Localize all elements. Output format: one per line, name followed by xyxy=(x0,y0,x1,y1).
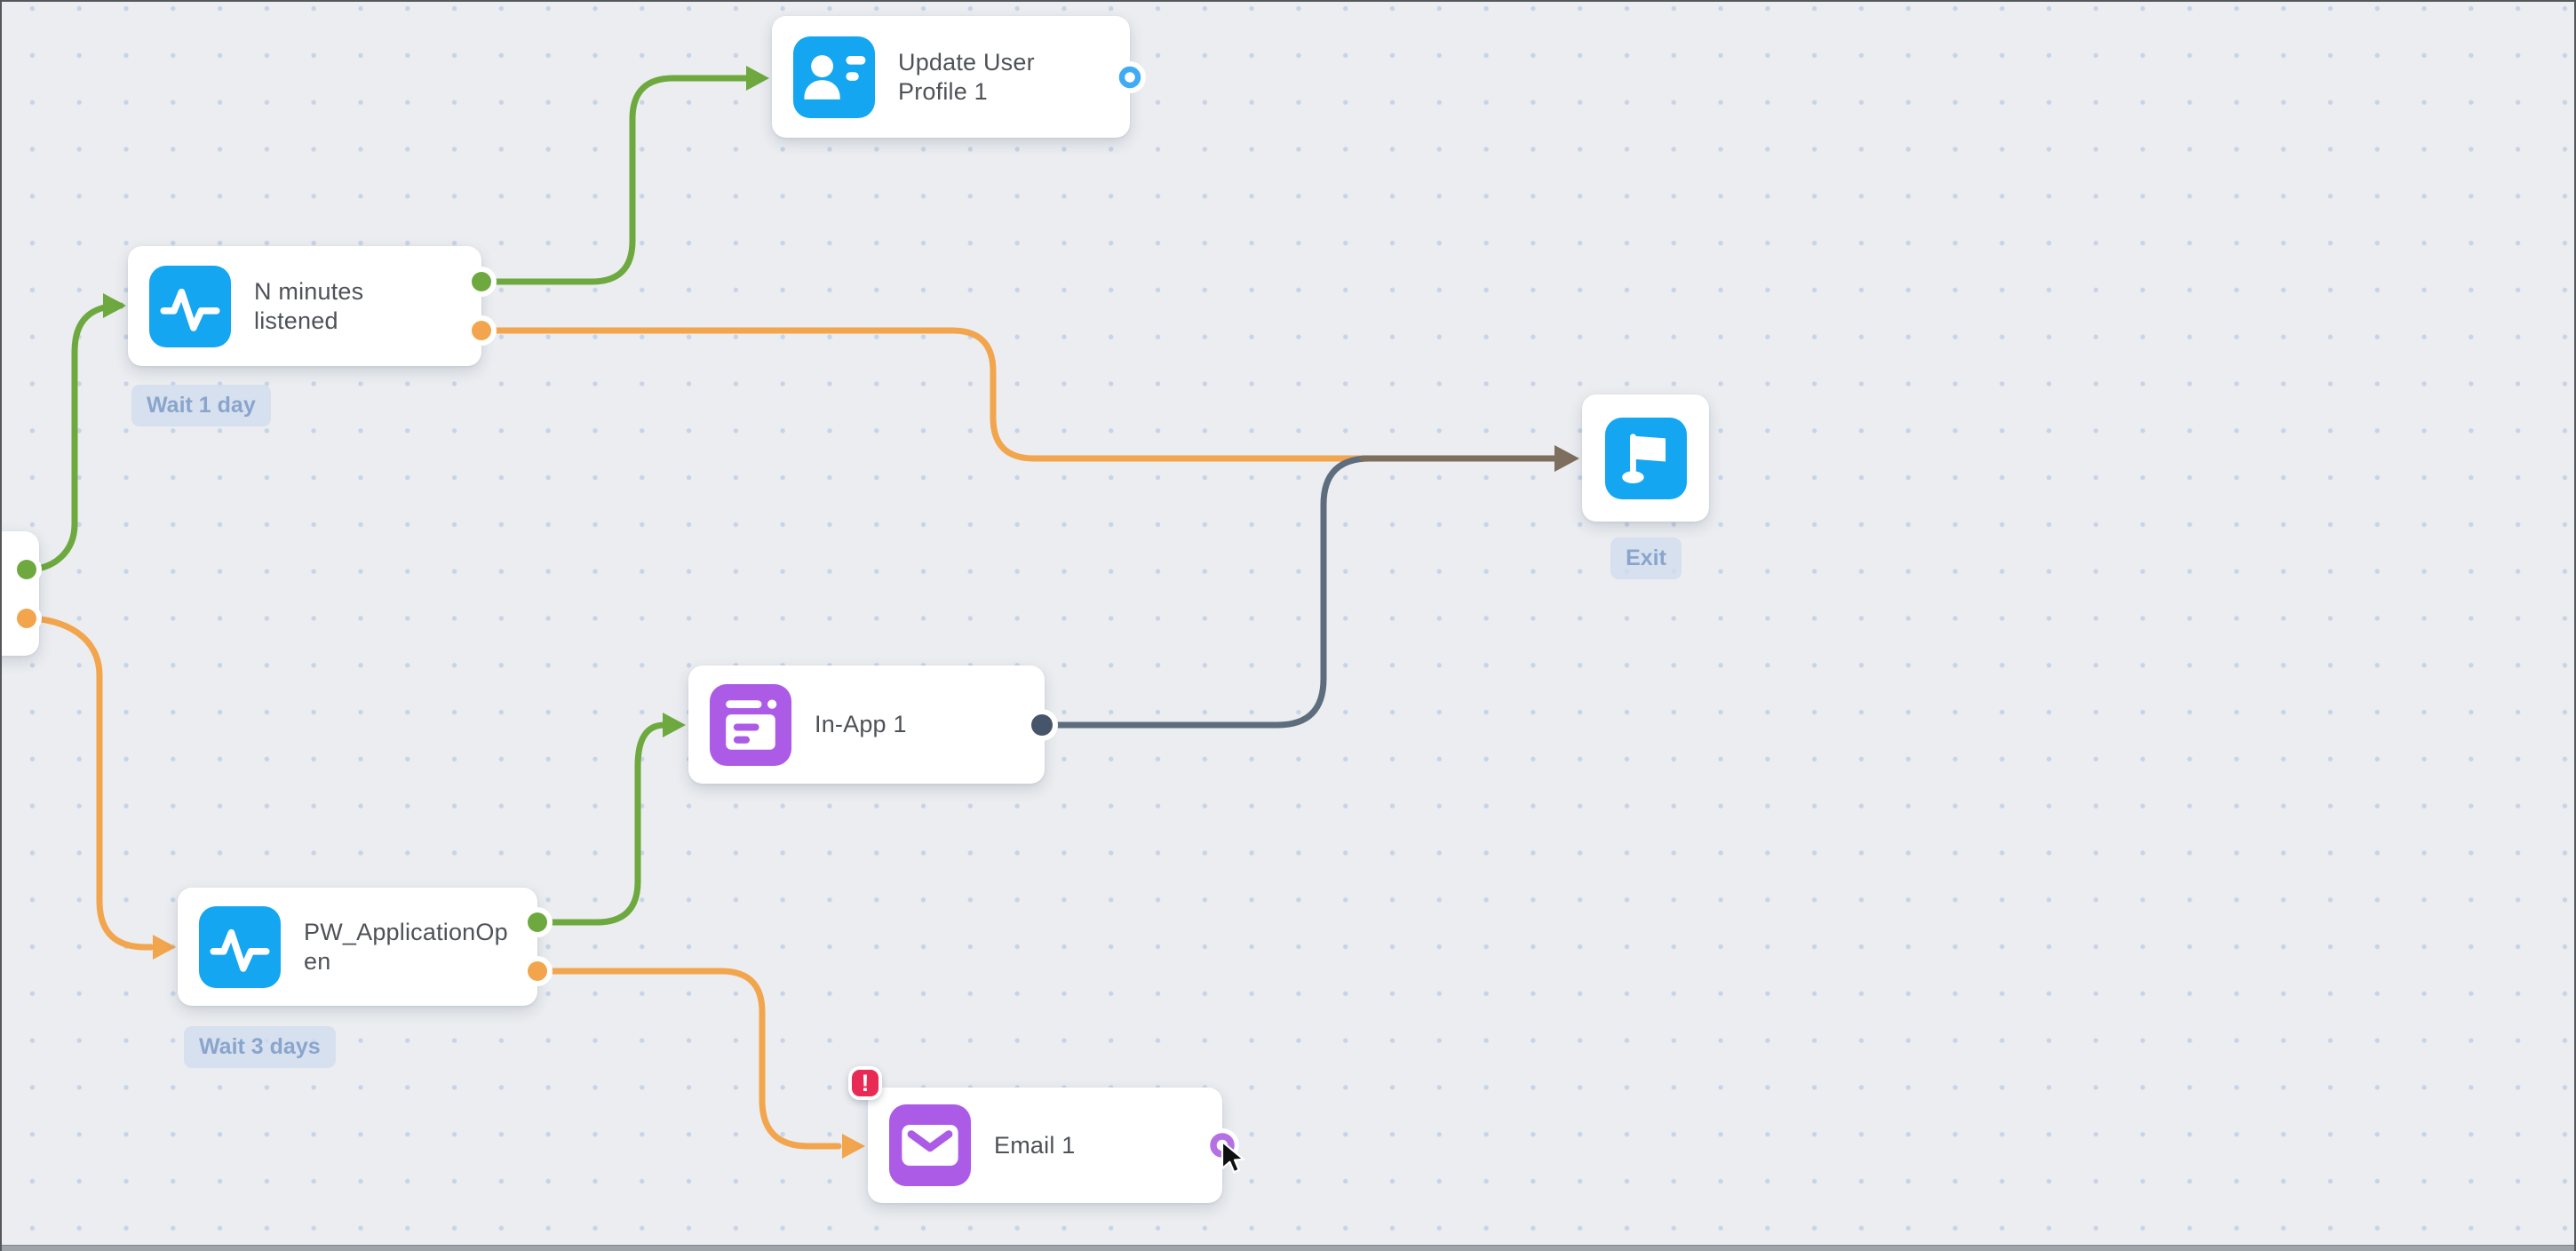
node-n-minutes-listened[interactable]: N minutes listened xyxy=(128,246,481,366)
flag-icon xyxy=(1604,417,1687,499)
in-app-message-icon xyxy=(710,683,791,766)
mouse-cursor xyxy=(1220,1141,1245,1174)
node-exit[interactable] xyxy=(1582,394,1709,522)
email-icon xyxy=(889,1104,971,1186)
edge-n-minutes-to-exit[interactable] xyxy=(478,327,1364,462)
node-journey-entry[interactable] xyxy=(0,531,39,656)
wait-badge-pw-open: Wait 3 days xyxy=(184,1026,336,1068)
arrowhead-into-update-profile xyxy=(746,66,769,91)
edge-in-app-to-exit[interactable] xyxy=(1038,455,1373,729)
node-email[interactable]: Email 1 xyxy=(868,1088,1222,1203)
wait-badge-n-minutes: Wait 1 day xyxy=(131,385,271,426)
node-update-user-profile[interactable]: Update User Profile 1 xyxy=(772,16,1130,138)
user-profile-icon xyxy=(793,36,875,118)
edge-entry-to-n-minutes[interactable] xyxy=(23,302,124,573)
edge-pw-open-to-in-app[interactable] xyxy=(534,721,668,926)
node-pw-application-open[interactable]: PW_ApplicationOpen xyxy=(178,888,537,1006)
pulse-icon xyxy=(199,905,281,988)
node-label: Update User Profile 1 xyxy=(898,48,1035,105)
arrowhead-into-exit xyxy=(1554,445,1579,472)
node-label: Email 1 xyxy=(994,1131,1076,1159)
arrowhead-into-pw-open xyxy=(153,935,176,960)
node-label: In-App 1 xyxy=(815,711,907,738)
arrowhead-into-n-minutes xyxy=(103,293,126,318)
arrowhead-into-email xyxy=(842,1134,865,1159)
canvas-bottom-edge xyxy=(0,1245,2576,1251)
error-badge-email[interactable]: ! xyxy=(848,1066,882,1100)
edge-n-minutes-to-update-profile[interactable] xyxy=(478,75,750,285)
exit-label-badge: Exit xyxy=(1610,538,1682,579)
node-in-app[interactable]: In-App 1 xyxy=(688,665,1045,784)
pulse-icon xyxy=(149,265,231,347)
edge-entry-to-pw-open[interactable] xyxy=(23,615,155,951)
node-label: PW_ApplicationOpen xyxy=(304,918,508,975)
node-label: N minutes listened xyxy=(254,277,364,334)
arrowhead-into-in-app xyxy=(663,713,686,737)
edge-pw-open-to-email[interactable] xyxy=(534,968,842,1150)
